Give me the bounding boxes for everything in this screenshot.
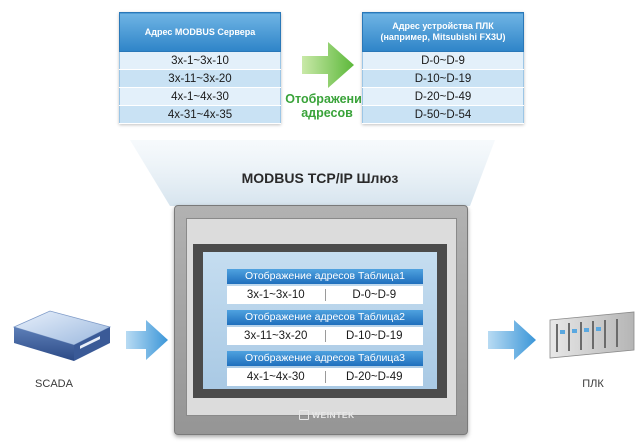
plc-table-header: Адрес устройства ПЛК (например, Mitsubis… [362,12,524,52]
server-table-header: Адрес MODBUS Сервера [119,12,281,52]
modbus-server-table: Адрес MODBUS Сервера 3x-1~3x-10 3x-11~3x… [119,12,281,124]
screen-table-title: Отображение адресов Таблица2 [227,310,423,325]
flow-arrow-icon [488,320,536,360]
screen-cell-plc: D-0~D-9 [352,289,397,301]
plc-table-header-line2: (например, Mitsubishi FX3U) [380,32,506,42]
brand-mark-icon [299,410,309,420]
screen-table-row: 4x-1~4x-30 D-20~D-49 [227,368,423,386]
plc-table-row: D-20~D-49 [362,87,524,106]
mapping-label-line1: Отображение [285,92,369,106]
mapping-arrow-icon [302,42,354,88]
plc-device-table: Адрес устройства ПЛК (например, Mitsubis… [362,12,524,124]
plc-label: ПЛК [582,378,604,390]
server-table-row: 3x-1~3x-10 [119,51,281,70]
mapping-label: Отображение адресов [281,92,373,120]
scada-label: SCADA [35,378,73,390]
plc-table-row: D-50~D-54 [362,105,524,124]
screen-cell-plc: D-20~D-49 [345,371,403,383]
server-table-row: 4x-31~4x-35 [119,105,281,124]
brand-name: WEINTEK [312,410,355,420]
mapping-label-line2: адресов [301,106,353,120]
scada-server-icon [12,310,112,361]
screen-cell-server: 3x-11~3x-20 [244,330,308,342]
screen-table-row: 3x-1~3x-10 D-0~D-9 [227,286,423,304]
screen-cell-plc: D-10~D-19 [345,330,403,342]
gateway-title: MODBUS TCP/IP Шлюз [241,170,399,186]
plc-table-header-line1: Адрес устройства ПЛК [392,21,494,31]
screen-cell-divider [324,289,326,301]
screen-cell-divider [324,330,326,342]
screen-table-row: 3x-11~3x-20 D-10~D-19 [227,327,423,345]
flow-arrow-icon [126,320,168,360]
plc-device-icon [549,311,635,359]
brand-logo: WEINTEK [299,407,355,423]
screen-cell-server: 3x-1~3x-10 [246,289,305,301]
screen-table-title: Отображение адресов Таблица1 [227,269,423,284]
plc-table-row: D-10~D-19 [362,69,524,88]
screen-table-title: Отображение адресов Таблица3 [227,351,423,366]
screen-cell-server: 4x-1~4x-30 [246,371,305,383]
screen-cell-divider [324,371,326,383]
server-table-row: 4x-1~4x-30 [119,87,281,106]
server-table-row: 3x-11~3x-20 [119,69,281,88]
plc-table-row: D-0~D-9 [362,51,524,70]
